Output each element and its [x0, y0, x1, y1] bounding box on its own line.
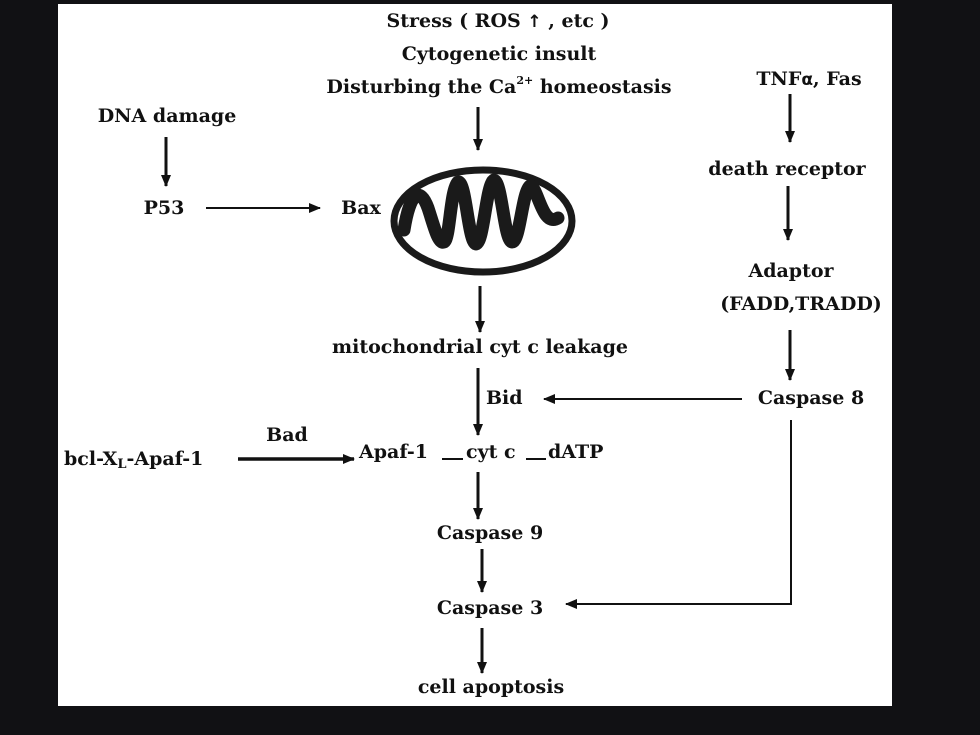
bcl-xl-apaf1-label: bcl-XL-Apaf-1 [64, 448, 204, 472]
cytogenetic-insult-label: Cytogenetic insult [401, 43, 597, 65]
p53-label: P53 [143, 197, 185, 219]
pathway-diagram [161, 94, 795, 674]
caspase8-label: Caspase 8 [757, 387, 865, 409]
bad-label: Bad [266, 424, 308, 446]
cyt-c-leakage-label: mitochondrial cyt c leakage [332, 336, 628, 358]
tnf-fas-label: TNFα, Fas [756, 68, 862, 90]
caspase9-label: Caspase 9 [436, 522, 544, 544]
datp-label: dATP [548, 441, 604, 463]
bid-label: Bid [486, 387, 523, 409]
bax-label: Bax [341, 197, 381, 219]
adaptor-detail-label: (FADD,TRADD) [720, 293, 882, 315]
apaf1-label: Apaf-1 [359, 441, 428, 463]
dna-damage-label: DNA damage [97, 105, 237, 127]
up-arrow-icon: ↑ [527, 12, 542, 32]
mitochondrion-icon [390, 166, 576, 276]
cyt-c-label: cyt c [466, 441, 516, 463]
adaptor-label: Adaptor [748, 260, 834, 282]
caspase3-label: Caspase 3 [436, 597, 544, 619]
stress-label: Stress ( ROS ↑ , etc ) [386, 10, 610, 32]
arrow-caspase8-to-caspase3 [565, 420, 792, 609]
calcium-homeostasis-label: Disturbing the Ca2+ homeostasis [326, 74, 672, 98]
cell-apoptosis-label: cell apoptosis [417, 676, 565, 698]
diagram-canvas: Stress ( ROS ↑ , etc ) Cytogenetic insul… [58, 4, 892, 706]
death-receptor-label: death receptor [708, 158, 866, 180]
